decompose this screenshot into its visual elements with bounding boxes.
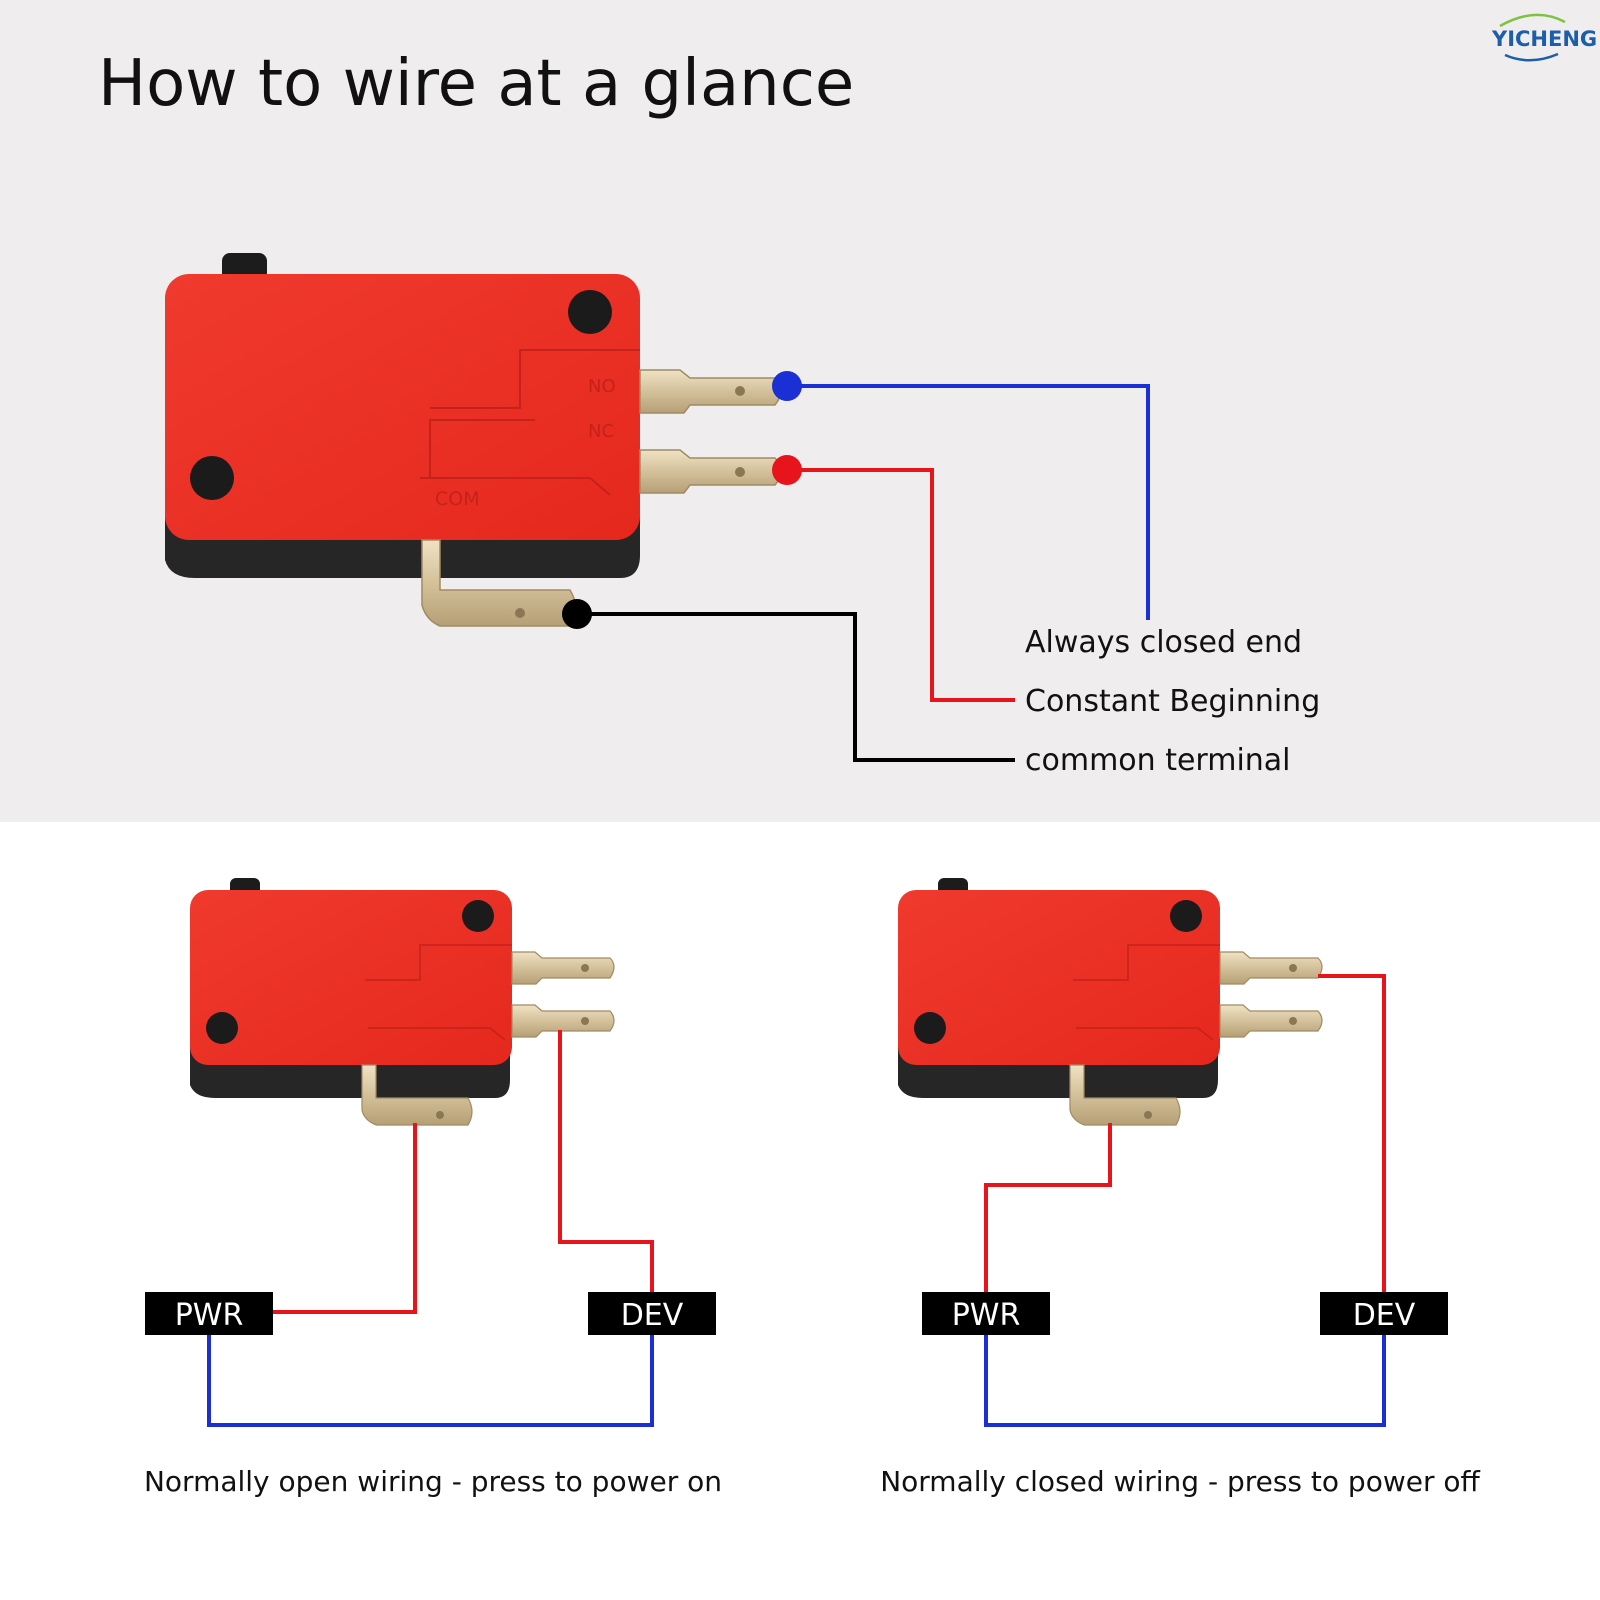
caption-normally-closed: Normally closed wiring - press to power … [880,1465,1480,1498]
wire-1-com-red [272,1123,417,1314]
switch-body [165,274,640,540]
wire-2-blue [984,1334,1386,1427]
pwr-label-1: PWR [175,1298,244,1333]
small-switch-2 [897,877,1323,1126]
caption-normally-open: Normally open wiring - press to power on [144,1465,722,1498]
marking-com: COM [435,488,480,510]
large-microswitch: NO NC COM [165,253,783,627]
wire-2-nc-red [1318,974,1386,1292]
wire-com-black [577,612,1015,762]
mount-hole-top [568,290,612,334]
dev-box-2 [1320,1292,1448,1335]
label-constant-beginning: Constant Beginning [1025,684,1320,719]
pwr-label-2: PWR [952,1298,1021,1333]
wire-no-red [787,468,1015,702]
dev-box-1 [588,1292,716,1335]
brand-name: YICHENG [1491,27,1597,51]
dev-label-2: DEV [1353,1298,1416,1333]
pwr-box-1 [145,1292,273,1335]
marking-nc: NC [588,421,614,442]
small-switch-1 [189,877,615,1126]
pwr-box-2 [922,1292,1050,1335]
diagram-normally-closed: PWR DEV Normally closed wiring - press t… [880,877,1481,1498]
wire-1-blue [207,1334,654,1427]
wire-1-no-red [558,1030,654,1292]
label-always-closed-end: Always closed end [1025,625,1302,660]
label-common-terminal: common terminal [1025,743,1291,778]
marking-no: NO [588,376,616,397]
dev-label-1: DEV [621,1298,684,1333]
dot-nc-blue [772,371,802,401]
page-title: How to wire at a glance [98,47,854,121]
mount-hole-bottom [190,456,234,500]
wire-2-com-red [984,1123,1112,1292]
wire-nc-blue [787,384,1150,620]
dot-no-red [772,455,802,485]
diagram-normally-open: PWR DEV Normally open wiring - press to … [144,877,722,1498]
dot-com-black [562,599,592,629]
brand-logo: YICHENG [1491,13,1597,62]
